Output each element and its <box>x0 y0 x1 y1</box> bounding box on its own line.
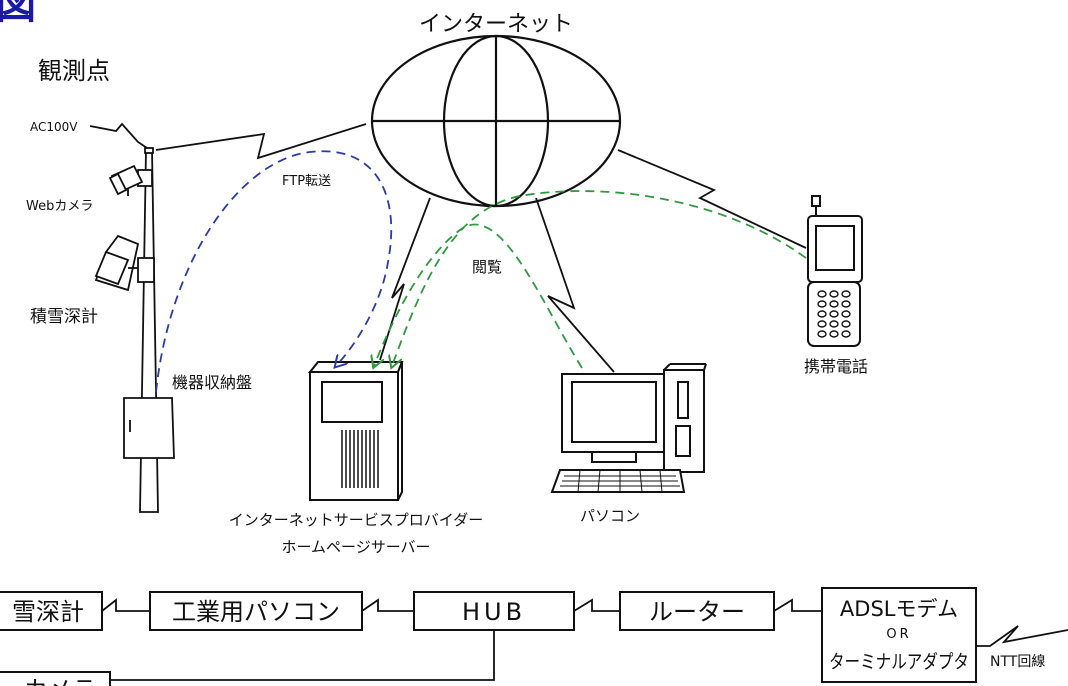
equipment-box-icon <box>123 397 175 459</box>
server-to-internet-link <box>379 197 431 361</box>
block-snow-gauge-label: 雪深計 <box>12 598 84 626</box>
ftp-transfer-label: FTP転送 <box>282 174 331 189</box>
web-camera-icon <box>108 164 153 196</box>
ac100v-label: AC100V <box>30 120 78 134</box>
pole-to-internet-link <box>155 123 367 160</box>
mobile-phone-label: 携帯電話 <box>804 357 868 376</box>
web-camera-label: Webカメラ <box>26 199 93 214</box>
block-router <box>619 591 775 631</box>
pc-icon <box>550 363 707 493</box>
ac-power-line <box>89 122 151 151</box>
block-hub-label: HUB <box>462 598 526 626</box>
snow-depth-sensor-icon <box>94 234 155 292</box>
internet-label: インターネット <box>419 12 573 37</box>
snow-depth-gauge-label: 積雪深計 <box>30 307 98 327</box>
title-fragment: 図 <box>0 0 36 28</box>
browse-arrow-from-pc <box>374 223 583 368</box>
block-camera <box>0 671 111 686</box>
block-adsl-label: ADSLモデム <box>840 597 958 621</box>
isp-label-line1: インターネットサービスプロバイダー <box>229 511 483 529</box>
block-router-label: ルーター <box>649 598 745 626</box>
mobile-phone-icon <box>807 195 863 347</box>
block-or-label: OR <box>886 627 911 642</box>
phone-to-internet-link <box>617 149 807 249</box>
pc-label: パソコン <box>580 507 640 525</box>
isp-label-line2: ホームページサーバー <box>281 538 430 556</box>
ftp-transfer-arrow <box>155 150 393 393</box>
browse-label: 閲覧 <box>472 258 502 276</box>
block-camera-label: カメラ <box>24 676 96 686</box>
internet-globe-icon <box>370 34 622 208</box>
isp-server-icon <box>307 361 404 501</box>
block-industrial-pc-label: 工業用パソコン <box>172 598 340 626</box>
block-terminal-adapter-label: ターミナルアダプタ <box>829 651 969 673</box>
block-industrial-pc <box>149 591 363 631</box>
block-snow-gauge <box>0 591 103 631</box>
block-connectors <box>101 598 1068 681</box>
browse-arrow-from-phone <box>392 190 807 366</box>
pc-to-internet-link <box>535 197 615 373</box>
observation-point-label: 観測点 <box>38 57 110 85</box>
block-hub <box>413 591 575 631</box>
ntt-line-label: NTT回線 <box>990 654 1045 670</box>
equipment-box-label: 機器収納盤 <box>172 373 252 392</box>
block-adsl-modem <box>821 587 977 683</box>
